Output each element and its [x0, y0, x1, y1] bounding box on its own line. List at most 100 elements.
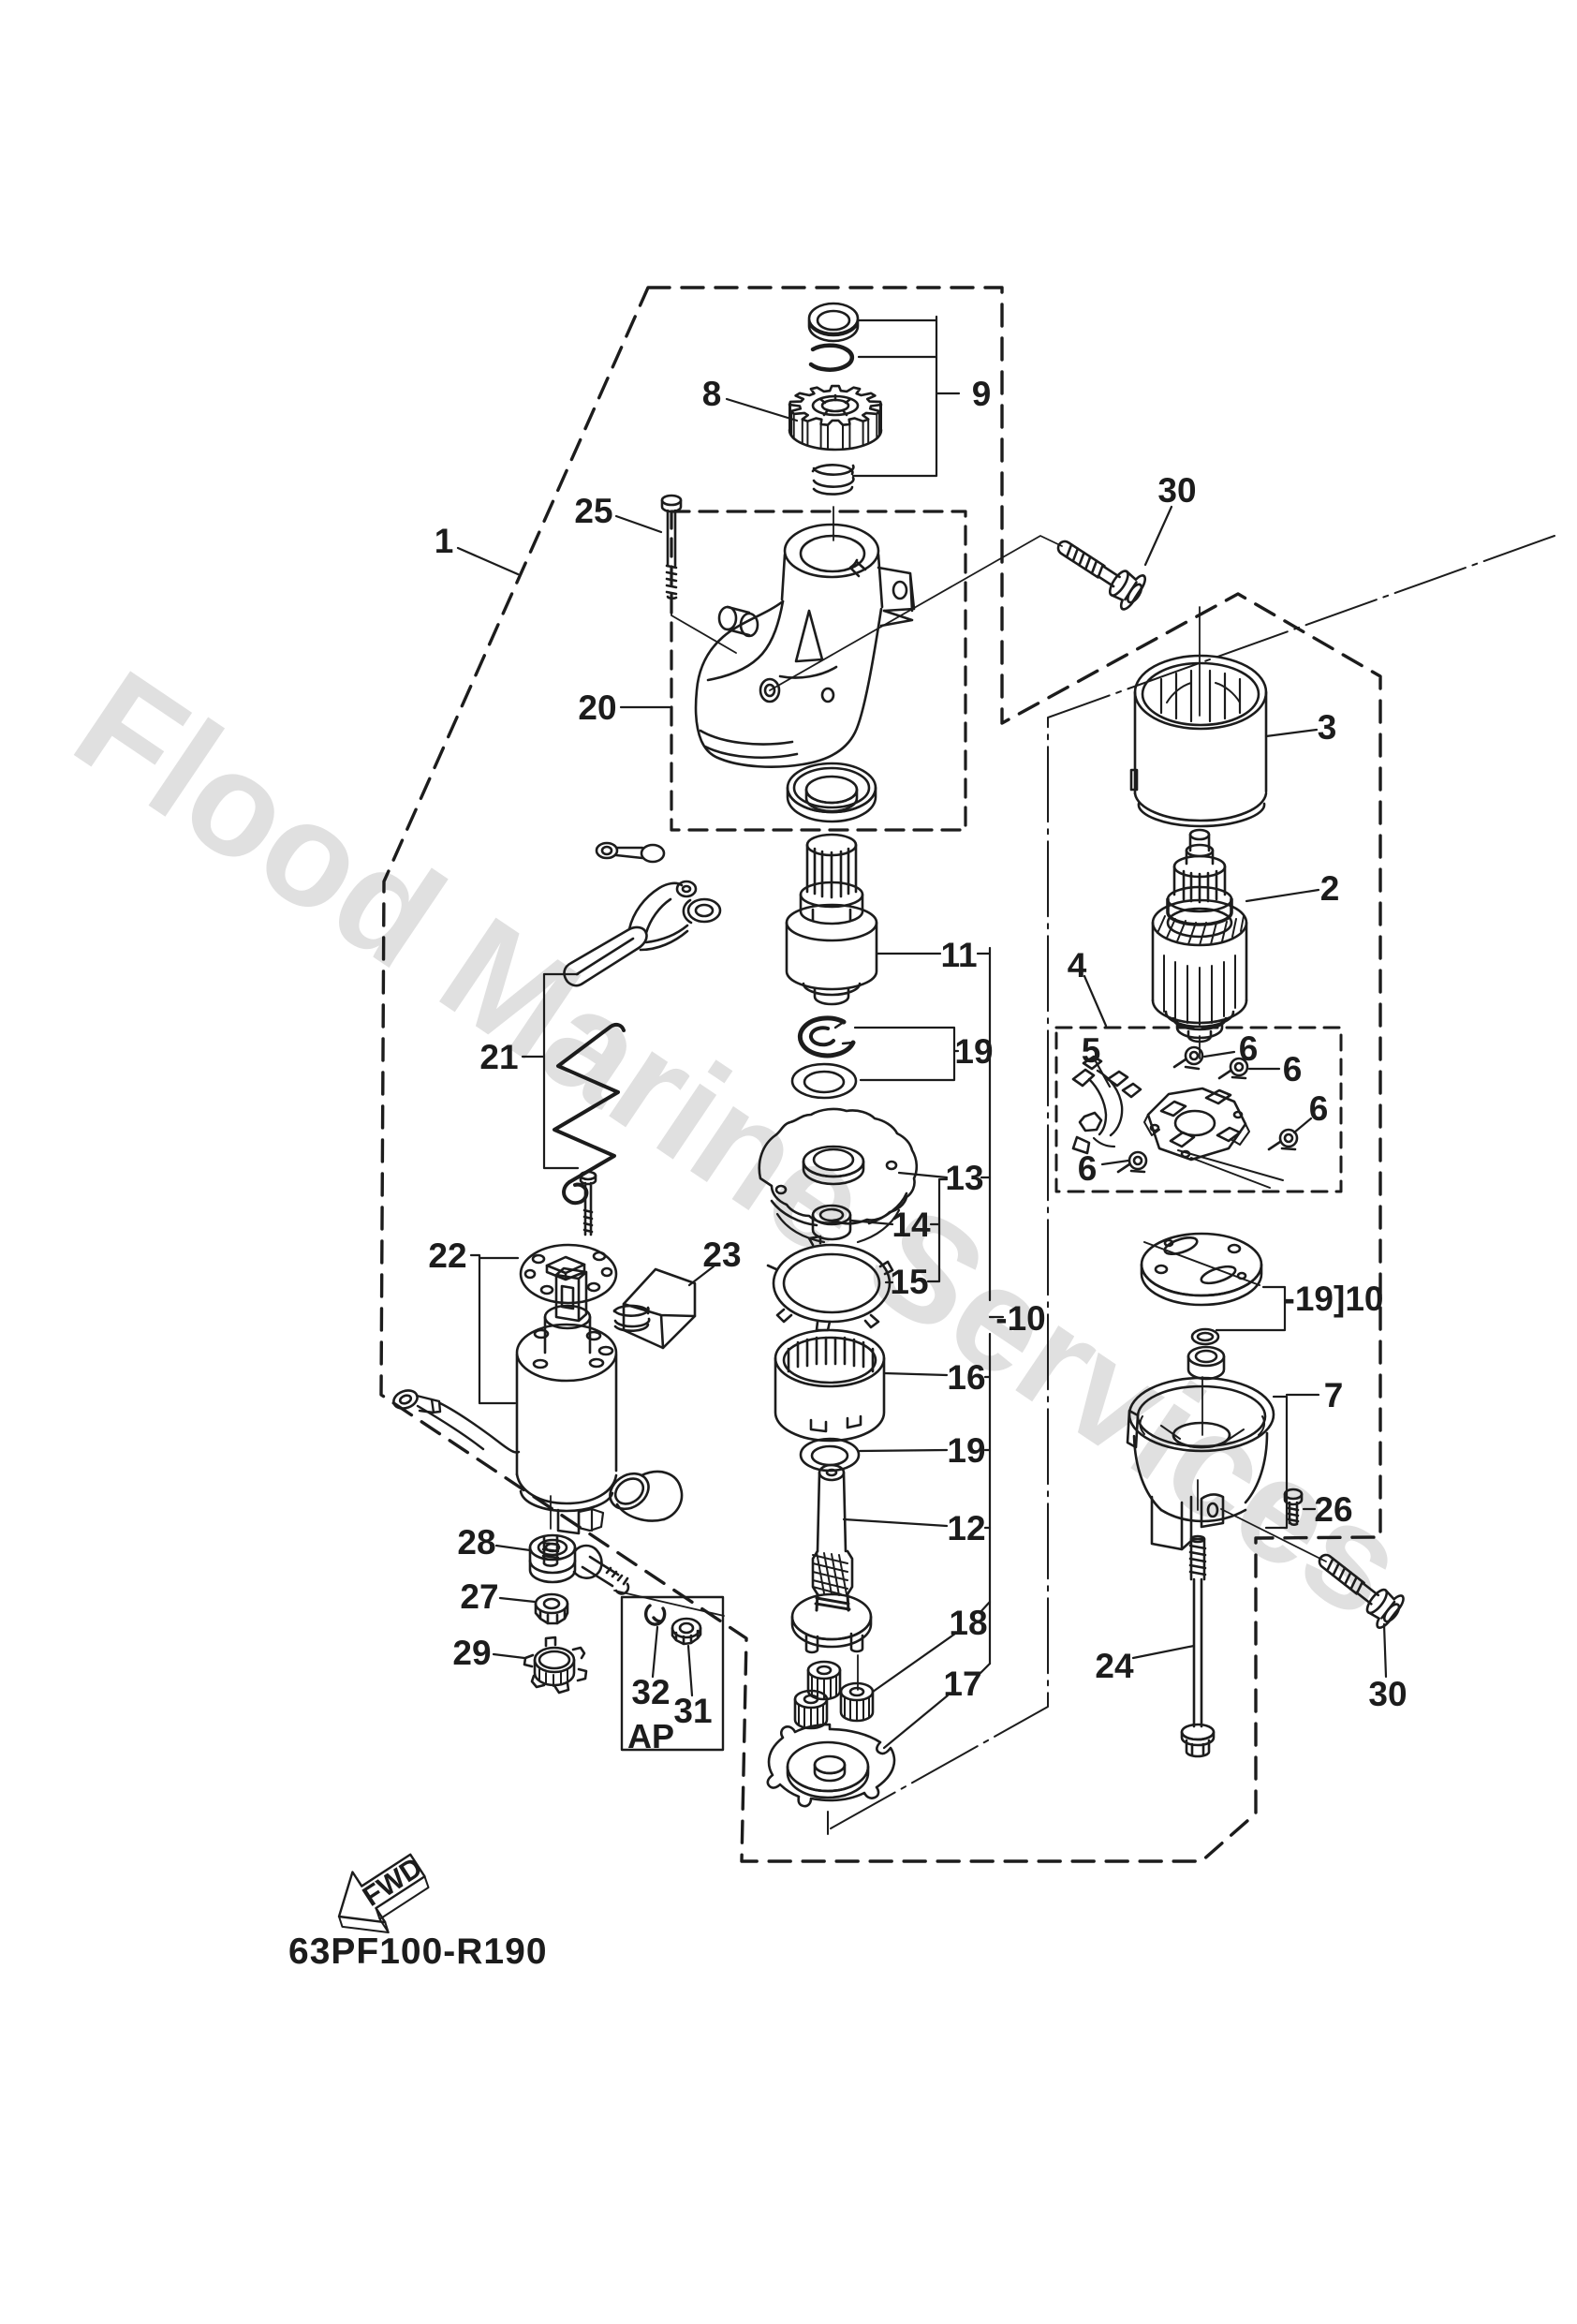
- part-label-6-15: 6: [1309, 1089, 1329, 1128]
- part-22-mount-plate: [519, 1243, 618, 1305]
- label-30-bottom-leader: [1382, 1622, 1388, 1679]
- part-label-13-17: 13: [945, 1159, 983, 1197]
- part-27-nut: [534, 1592, 569, 1625]
- part-label-21-10: 21: [479, 1038, 518, 1076]
- label-30-top-leader: [1143, 505, 1173, 567]
- part-label-9-3: 9: [972, 375, 992, 413]
- part-label-1910-23: -19]10: [1284, 1280, 1384, 1318]
- part-label-28-33: 28: [457, 1523, 495, 1562]
- part-label-18-29: 18: [949, 1604, 987, 1642]
- group-9-bracket: [851, 315, 961, 478]
- label-31-leader: [686, 1644, 694, 1697]
- group-19-upper-bracket: [853, 1026, 992, 1082]
- part-3-yoke-housing: [1129, 654, 1268, 828]
- part-label-2-7: 2: [1320, 869, 1340, 908]
- part-label-8-2: 8: [702, 375, 722, 413]
- label-28-leader: [494, 1544, 532, 1552]
- ap-box-label: AP: [627, 1717, 674, 1755]
- fwd-arrow-label: FWD: [358, 1852, 428, 1913]
- part-19-e-clip: [797, 1015, 856, 1058]
- part-label-3-6: 3: [1318, 708, 1337, 747]
- part-label-17-30: 17: [943, 1665, 981, 1703]
- line-art-layer: [337, 286, 1555, 1934]
- part-label-24-31: 24: [1095, 1647, 1134, 1685]
- group-22-bracket: [469, 1253, 520, 1405]
- part-21-shift-fork: [563, 841, 722, 987]
- label-3-leader: [1264, 728, 1319, 738]
- part-14-bushing: [811, 1204, 852, 1241]
- part-label-7-25: 7: [1324, 1376, 1344, 1414]
- part-29-retainer: [523, 1636, 588, 1695]
- part-5-brush-wires: [1071, 1055, 1142, 1155]
- part-6-brush-springs: [1116, 1045, 1299, 1174]
- label-24-leader: [1131, 1644, 1196, 1660]
- part-11-pinion-clutch: [785, 833, 878, 1006]
- label-29-leader: [492, 1652, 526, 1660]
- label-17-leader: [882, 1662, 992, 1750]
- label-1-leader: [456, 546, 520, 576]
- part-7-end-cap: [1126, 1345, 1275, 1551]
- group-19-10-bracket: [1215, 1285, 1294, 1332]
- part-9-oil-seal: [807, 302, 860, 343]
- label-18-leader: [871, 1600, 992, 1694]
- part-label-6-14: 6: [1283, 1050, 1303, 1088]
- front-cover-sub-boundary: [670, 510, 967, 832]
- label-8-leader: [725, 397, 799, 422]
- part-2-armature: [1151, 828, 1248, 1044]
- part-25-bolt: [660, 494, 683, 600]
- part-label-31-37: 31: [673, 1692, 712, 1730]
- part-label-19-26: 19: [947, 1431, 985, 1470]
- part-label-11-8: 11: [940, 936, 977, 974]
- part-label-16-24: 16: [947, 1358, 985, 1397]
- part-label-14-18: 14: [892, 1206, 931, 1244]
- part-9-spring: [811, 464, 855, 496]
- group-7-bracket: [1264, 1393, 1320, 1530]
- part-label-4-9: 4: [1068, 946, 1087, 984]
- part-30-bolt-top: [1056, 540, 1147, 611]
- part-label-27-34: 27: [460, 1577, 498, 1616]
- part-label-32-36: 32: [631, 1673, 670, 1711]
- part-20-bearing: [786, 762, 877, 823]
- diagram-code: 63PF100-R190: [288, 1932, 548, 1972]
- part-label-29-35: 29: [452, 1634, 491, 1672]
- part-label-6-16: 6: [1078, 1149, 1098, 1188]
- ap-parts-box: [620, 1595, 725, 1752]
- part-label-6-13: 6: [1239, 1029, 1259, 1068]
- part-label-1-0: 1: [435, 522, 454, 560]
- phantom-installation-line: [827, 535, 1555, 1835]
- part-16-clutch-drum: [774, 1328, 886, 1443]
- part-26-screw: [1283, 1488, 1304, 1526]
- label-32-leader: [651, 1625, 659, 1679]
- label-14-leader: [849, 1219, 894, 1226]
- terminal-rubber-cap: [609, 1470, 684, 1522]
- part-12-drive-shaft: [790, 1463, 873, 1654]
- bolt-axis-guidelines: [550, 506, 1327, 1691]
- part-label-30-4: 30: [1157, 471, 1196, 510]
- part-4-brush-holder: [1143, 1087, 1284, 1189]
- fwd-arrow: [337, 1853, 430, 1934]
- part-17-shim-plate: [766, 1723, 896, 1808]
- part-18-planet-gears: [793, 1660, 875, 1730]
- group-10-bracket: [976, 946, 1005, 1665]
- part-19-washer-upper: [790, 1062, 858, 1100]
- assembly-boundary-outline: [379, 286, 1382, 1863]
- part-label-12-27: 12: [947, 1509, 985, 1547]
- label-27-leader: [498, 1596, 537, 1604]
- label-4-5-6-leaders: [1083, 974, 1313, 1166]
- part-21-spring: [553, 1022, 626, 1206]
- part-8-pinion-gear: [788, 384, 883, 451]
- part-22-ground-cable: [392, 1389, 521, 1454]
- part-label-10-22: -10: [995, 1299, 1045, 1338]
- part-31-nut: [671, 1617, 702, 1646]
- part-23-rubber-wedge: [622, 1267, 697, 1350]
- part-label-5-12: 5: [1082, 1031, 1101, 1070]
- part-label-25-1: 25: [574, 492, 612, 530]
- label-13-leader: [897, 1171, 949, 1179]
- group-21-bracket: [521, 972, 580, 1170]
- group-13-bracket: [926, 1176, 992, 1283]
- part-label-26-28: 26: [1314, 1490, 1352, 1529]
- part-label-20-5: 20: [578, 688, 616, 727]
